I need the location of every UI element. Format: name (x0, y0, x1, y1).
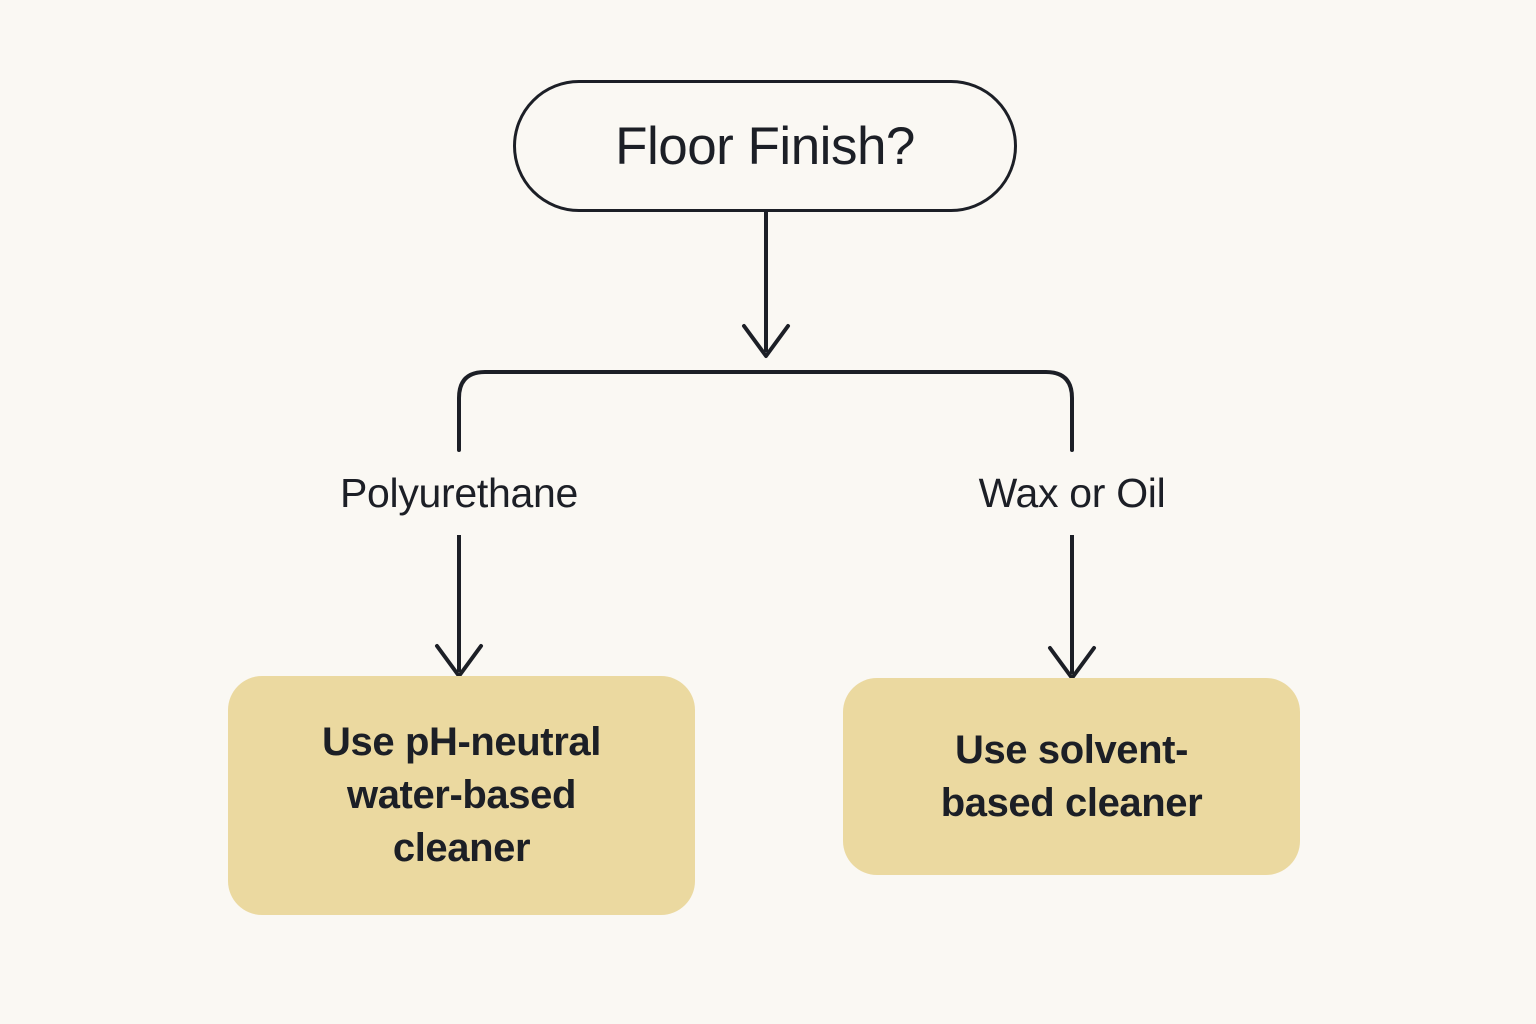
node-floor-finish-label: Floor Finish? (615, 116, 915, 176)
connector-fork-bar (457, 370, 1074, 452)
node-solvent-cleaner[interactable]: Use solvent- based cleaner (843, 678, 1300, 875)
node-ph-neutral-cleaner-label: Use pH-neutral water-based cleaner (322, 720, 601, 870)
edge-label-wax-or-oil: Wax or Oil (964, 466, 1180, 521)
connector-right-branch (1048, 535, 1096, 680)
connector-root-to-fork (742, 212, 790, 358)
edge-label-polyurethane: Polyurethane (325, 466, 593, 521)
connector-left-branch (435, 535, 483, 678)
arrowhead-down-main (742, 324, 790, 358)
node-solvent-cleaner-label: Use solvent- based cleaner (940, 727, 1203, 825)
node-floor-finish[interactable]: Floor Finish? (513, 80, 1017, 212)
node-ph-neutral-cleaner[interactable]: Use pH-neutral water-based cleaner (228, 676, 695, 915)
arrowhead-down-right (1048, 646, 1096, 680)
arrowhead-down-left (435, 644, 483, 678)
